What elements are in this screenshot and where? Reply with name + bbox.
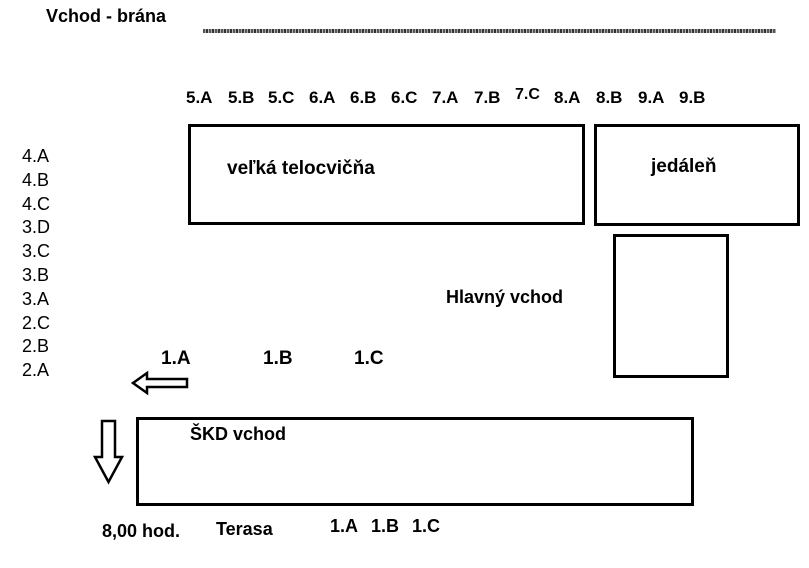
main-entrance-label: Hlavný vchod <box>446 287 564 307</box>
top-class-label: 5.A <box>186 88 213 107</box>
gym-room <box>188 124 585 225</box>
top-class-label: 7.C <box>515 86 540 103</box>
canteen-label: jedáleň <box>651 156 717 177</box>
top-class-label: 9.B <box>679 88 706 107</box>
top-class-label: 9.A <box>638 88 665 107</box>
gate-entrance-title: Vchod - brána <box>46 6 167 26</box>
left-class-label: 3.A <box>22 288 50 309</box>
left-class-label: 4.A <box>22 146 50 166</box>
top-class-label: 6.C <box>391 88 418 107</box>
bottom-class-label: 1.A <box>330 516 359 536</box>
canteen-room <box>594 124 800 226</box>
left-class-label: 3.D <box>22 217 51 238</box>
left-class-label: 2.C <box>22 312 51 333</box>
top-class-label: 7.B <box>474 88 501 107</box>
arrival-time-label: 8,00 hod. <box>102 521 181 541</box>
gym-label: veľká telocvičňa <box>227 158 375 179</box>
left-arrow-icon <box>130 370 189 396</box>
left-class-label: 3.C <box>22 241 51 262</box>
top-class-label: 8.A <box>554 88 581 107</box>
top-class-label: 6.B <box>350 88 377 107</box>
top-class-label: 6.A <box>309 88 336 107</box>
left-class-label: 2.A <box>22 360 50 381</box>
middle-class-label: 1.A <box>161 348 191 369</box>
middle-class-label: 1.C <box>354 348 384 369</box>
middle-class-label: 1.B <box>263 348 293 369</box>
gate-dashed-line <box>203 29 776 33</box>
small-building <box>613 234 729 378</box>
top-class-label: 8.B <box>596 88 623 107</box>
left-class-label: 2.B <box>22 336 50 357</box>
top-class-label: 5.C <box>268 88 295 107</box>
left-class-label: 4.C <box>22 193 51 214</box>
terrace-label: Terasa <box>216 519 273 539</box>
left-class-label: 4.B <box>22 169 50 190</box>
bottom-class-label: 1.B <box>371 516 400 536</box>
bottom-class-label: 1.C <box>412 516 441 536</box>
skd-entrance-label: ŠKD vchod <box>186 421 293 447</box>
skd-building <box>136 417 694 506</box>
left-class-label: 3.B <box>22 264 50 285</box>
top-class-label: 7.A <box>432 88 459 107</box>
left-class-list: 4.A 4.B 4.C 3.D 3.C 3.B 3.A 2.C 2.B 2.A <box>22 145 50 383</box>
down-arrow-icon <box>92 419 125 485</box>
top-class-label: 5.B <box>228 88 255 107</box>
